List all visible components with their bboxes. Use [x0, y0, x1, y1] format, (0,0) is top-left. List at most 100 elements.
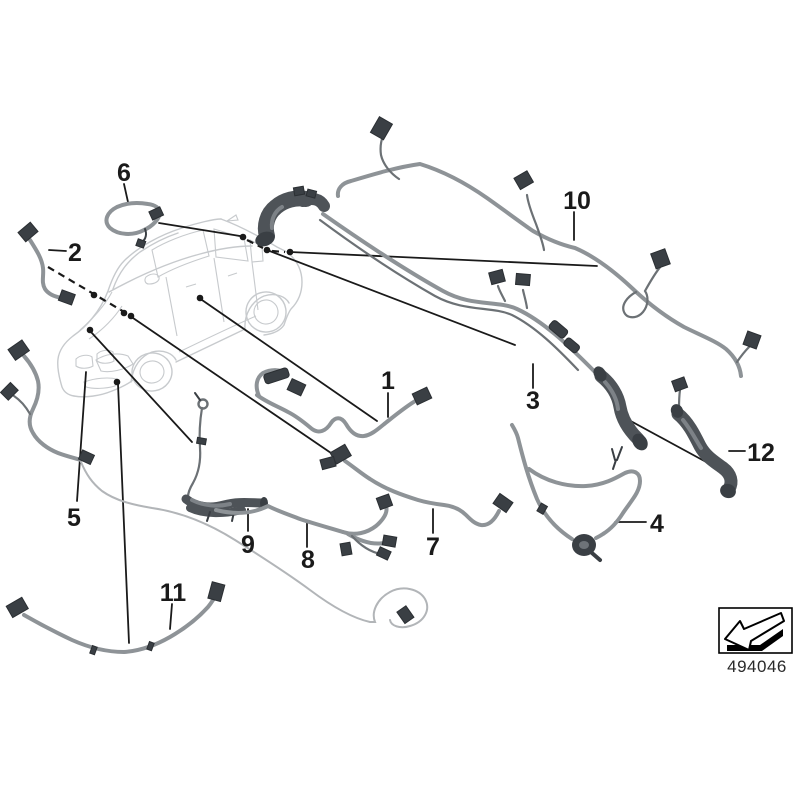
callout-5[interactable]: 5 — [67, 504, 81, 532]
branch-loop — [622, 264, 663, 319]
tube-highlight — [190, 498, 232, 508]
wire-path — [510, 423, 574, 541]
car-mirror — [144, 273, 160, 285]
harness-5 — [0, 339, 429, 629]
connector — [286, 377, 307, 397]
connector — [148, 206, 165, 221]
connector — [650, 248, 671, 270]
car-antenna-fin — [226, 214, 239, 222]
callouts: 1 2 3 4 5 6 7 8 9 10 11 12 — [67, 159, 775, 607]
wire-path — [28, 238, 64, 300]
cable-clip — [195, 436, 208, 446]
harness-8 — [214, 493, 398, 561]
ref-dot — [239, 233, 247, 241]
branch-up — [341, 504, 389, 536]
callout-7[interactable]: 7 — [426, 533, 440, 561]
hook-clip — [206, 511, 211, 522]
leader-grille-to-callout-5 — [76, 371, 87, 502]
connector — [77, 449, 96, 466]
leader-callout-11 — [169, 603, 173, 630]
wire-branch — [12, 394, 32, 416]
ref-dot — [113, 378, 121, 386]
harness-9 — [181, 392, 268, 522]
part-number-box: 494046 — [718, 607, 793, 676]
connector — [7, 339, 31, 362]
harness-2 — [17, 221, 76, 306]
connector — [339, 541, 353, 557]
car-hood-pillar — [57, 218, 222, 397]
leader-callout-6 — [123, 183, 129, 203]
ref-dot — [263, 246, 271, 254]
car-front-wheel-arch — [130, 350, 177, 383]
branch-pigtail — [735, 344, 752, 364]
callout-1[interactable]: 1 — [381, 367, 395, 395]
wire-path — [104, 201, 162, 236]
rear-wheel-hub — [253, 299, 279, 325]
car-door-handle-2 — [227, 272, 238, 277]
harness-6 — [104, 201, 165, 249]
callout-4[interactable]: 4 — [650, 510, 664, 538]
connector — [396, 605, 415, 625]
wire-path — [214, 504, 345, 534]
car-lower-intake — [83, 377, 118, 389]
callout-3[interactable]: 3 — [526, 387, 540, 415]
front-wheel-hub — [139, 360, 165, 384]
connector — [57, 289, 76, 306]
car-door-seam-c — [251, 261, 259, 311]
connector — [0, 381, 19, 401]
thin-wire-run — [80, 461, 429, 629]
leader-roof-to-part3 — [266, 249, 516, 346]
duct-cap — [593, 366, 607, 382]
y-clip — [611, 446, 623, 470]
leader-lines — [47, 183, 746, 644]
elbow-arm — [297, 192, 330, 212]
car-body — [220, 218, 303, 336]
leader-cabin-to-part1 — [201, 299, 378, 422]
car-outline-sketch — [57, 214, 303, 398]
grommet-stub — [590, 551, 602, 562]
ref-dot — [196, 294, 204, 302]
wire-path — [343, 459, 501, 528]
leader-roof-to-part10 — [289, 251, 598, 267]
dashed-part2-to-cowl — [47, 266, 132, 317]
connector — [5, 596, 29, 619]
connector — [492, 492, 514, 514]
leader-part6-to-roof — [158, 222, 241, 237]
duct-a-highlight — [603, 380, 620, 411]
callout-2[interactable]: 2 — [68, 239, 82, 267]
callout-8[interactable]: 8 — [301, 546, 315, 574]
cable-clip — [536, 502, 549, 516]
terminal-stud — [194, 392, 201, 401]
callout-12[interactable]: 12 — [747, 439, 775, 467]
harness-10 — [335, 116, 762, 378]
harness-11 — [5, 581, 226, 656]
car-headlight — [95, 353, 134, 373]
connector — [305, 188, 318, 199]
elbow-flange — [255, 231, 275, 247]
wire-loop — [527, 467, 642, 540]
rear-wheel — [245, 291, 287, 333]
bundle-strand — [318, 218, 580, 372]
connector — [375, 493, 394, 511]
connector — [411, 386, 433, 406]
leader-cowl-to-part7 — [132, 317, 332, 454]
callout-10[interactable]: 10 — [563, 187, 591, 215]
car-door-handle-1 — [185, 283, 197, 288]
callout-6[interactable]: 6 — [117, 159, 131, 187]
grommet-center — [579, 541, 589, 549]
car-door-seam-rear — [213, 257, 225, 323]
part-number: 494046 — [727, 657, 787, 676]
car-beltline — [108, 245, 253, 293]
callout-11[interactable]: 11 — [160, 579, 187, 607]
connector — [671, 376, 689, 393]
car-hood-crease-2 — [88, 305, 123, 340]
callout-9[interactable]: 9 — [241, 531, 255, 559]
cable-up — [186, 406, 204, 499]
elbow-highlight — [269, 205, 284, 230]
connector — [513, 170, 535, 191]
dashed-roof-2 — [271, 249, 286, 254]
inline-component — [548, 320, 569, 339]
car-sill — [175, 329, 244, 363]
connector — [514, 272, 531, 287]
